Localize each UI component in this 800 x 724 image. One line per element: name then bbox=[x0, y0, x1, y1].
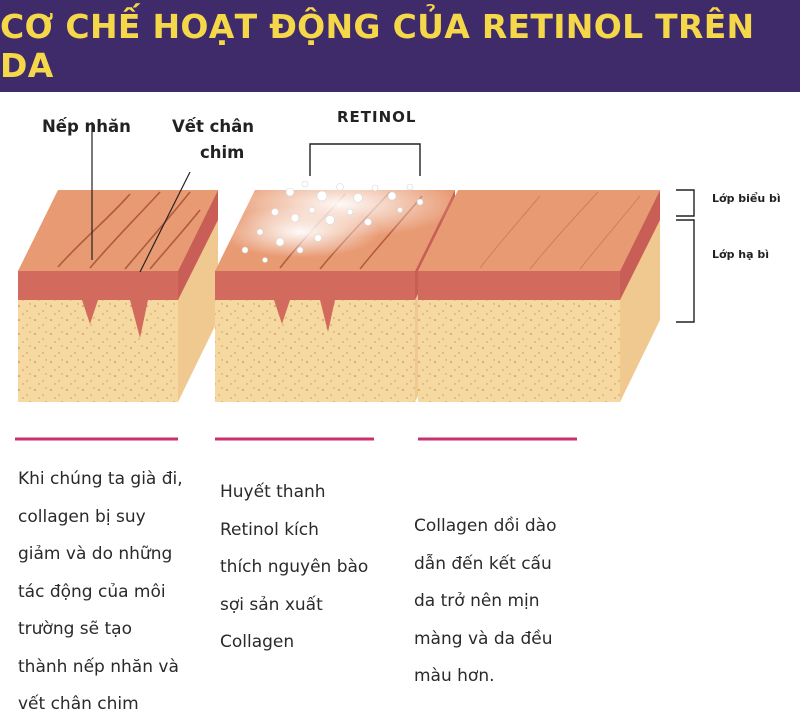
skin-block-aged bbox=[18, 190, 218, 402]
description-aged: Khi chúng ta già đi, collagen bị suy giả… bbox=[18, 469, 183, 714]
dermis-label: Lớp hạ bì bbox=[712, 248, 769, 261]
retinol-bracket bbox=[309, 143, 421, 176]
epidermis-bracket bbox=[676, 189, 695, 217]
skin-block-retinol bbox=[215, 170, 460, 402]
crows-feet-pointer bbox=[139, 171, 191, 273]
page-title: CƠ CHẾ HOẠT ĐỘNG CỦA RETINOL TRÊN DA bbox=[0, 7, 755, 85]
wrinkle-lines bbox=[57, 191, 201, 270]
epidermis-label: Lớp biểu bì bbox=[712, 192, 781, 205]
description-smooth: Collagen dồi dào dẫn đến kết cấu da trở … bbox=[414, 516, 557, 686]
dermis-bracket bbox=[676, 219, 695, 323]
wrinkle-label: Nếp nhăn bbox=[42, 117, 131, 136]
title-banner: CƠ CHẾ HOẠT ĐỘNG CỦA RETINOL TRÊN DA bbox=[0, 0, 800, 92]
skin-diagram: Nếp nhăn Vết chân chim RETINOL Lớp biểu … bbox=[15, 108, 781, 441]
crows-feet-label-line1: Vết chân bbox=[172, 117, 254, 136]
skin-block-smooth bbox=[418, 190, 660, 402]
retinol-label: RETINOL bbox=[337, 108, 416, 126]
crows-feet-label-line2: chim bbox=[200, 143, 244, 162]
retinol-serum bbox=[220, 170, 460, 263]
description-retinol: Huyết thanh Retinol kích thích nguyên bà… bbox=[220, 482, 369, 652]
